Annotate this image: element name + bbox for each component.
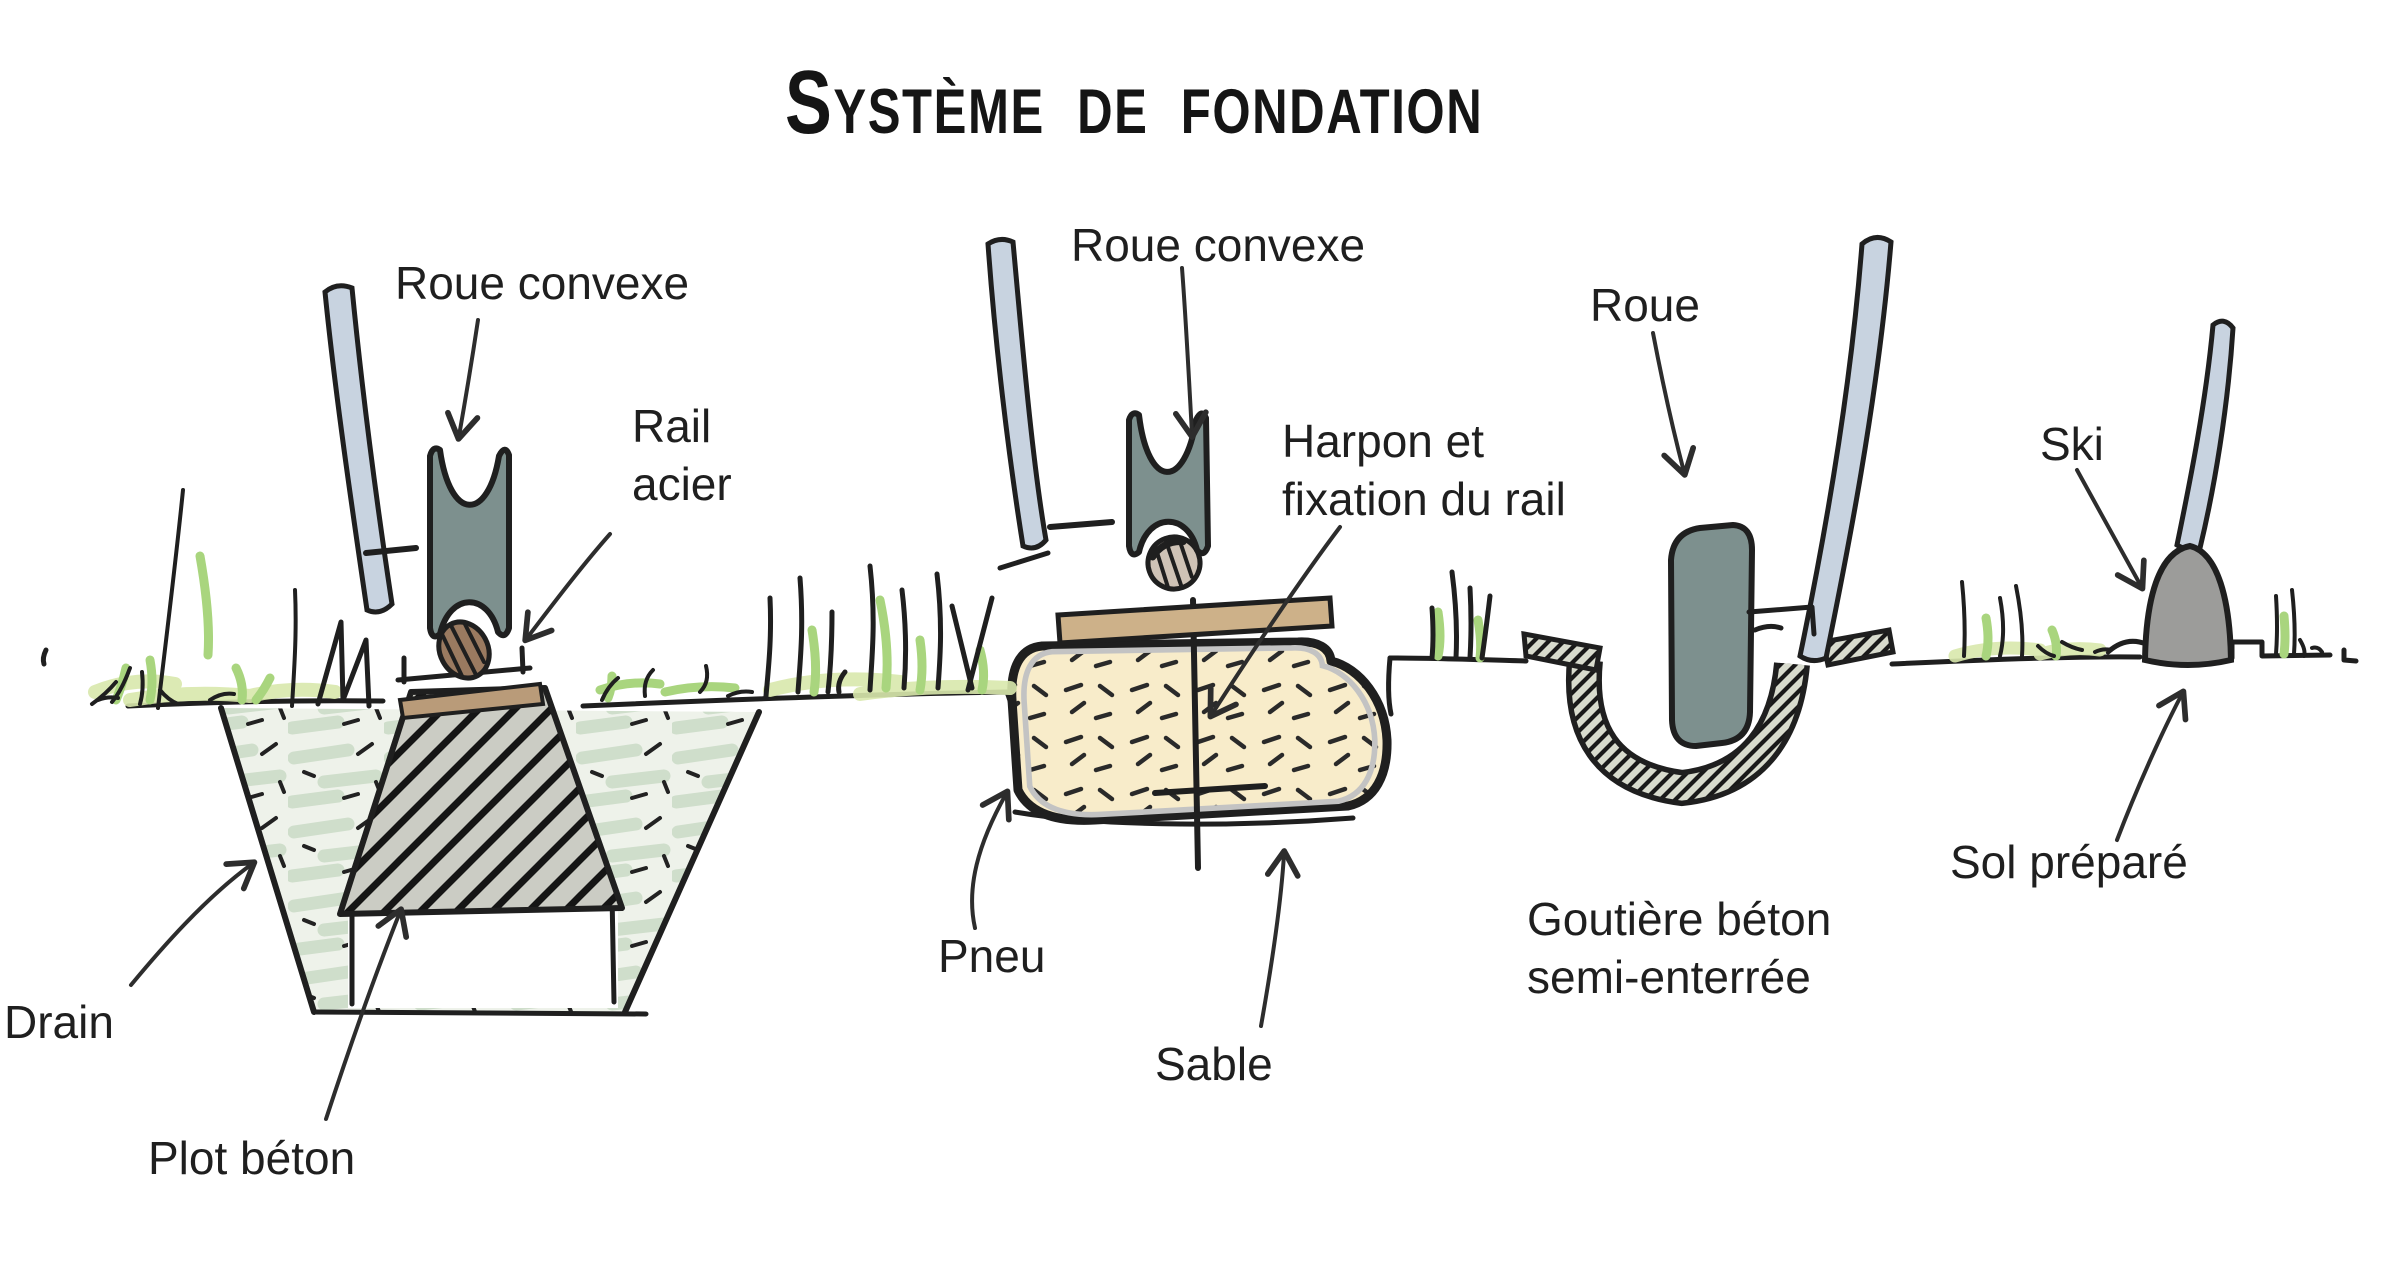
mast-blade-mid xyxy=(985,236,1115,571)
label-pneu: Pneu xyxy=(938,930,1046,982)
grass-left xyxy=(88,488,372,710)
label-ski: Ski xyxy=(2040,418,2104,470)
arrow-ski xyxy=(2075,468,2147,592)
wood-plank-mid xyxy=(1055,595,1335,646)
grass-right-of-ski xyxy=(2274,588,2324,659)
label-roue-convexe-mid: Roue convexe xyxy=(1071,219,1366,271)
gutter-lip-right xyxy=(1820,627,1896,668)
arrow-roue xyxy=(1651,331,1697,478)
arrow-sol-prepare xyxy=(2115,688,2189,842)
label-rail-acier: Rail acier xyxy=(632,400,732,510)
arrow-pneu xyxy=(970,788,1012,930)
grass-right-of-gutter xyxy=(1948,580,2113,663)
tire-assembly xyxy=(1007,597,1394,871)
ski-assembly xyxy=(2105,318,2236,668)
label-harpon: Harpon et fixation du rail xyxy=(1282,415,1566,525)
arrow-plot-beton xyxy=(324,906,410,1121)
label-sable: Sable xyxy=(1155,1038,1273,1090)
label-gouttiere: Goutière béton semi-enterrée xyxy=(1527,893,1832,1003)
wheel-left xyxy=(427,445,512,640)
tire-rim xyxy=(1021,645,1378,818)
arrow-sable xyxy=(1259,848,1301,1028)
mast-blade-left xyxy=(322,283,419,615)
wheel-gutter xyxy=(1668,522,1755,749)
rail-plank-mid xyxy=(1055,534,1335,646)
page-title: Système de fondation xyxy=(785,53,1484,153)
label-drain: Drain xyxy=(4,996,114,1048)
ski-shoe xyxy=(2141,542,2235,668)
label-plot-beton: Plot béton xyxy=(148,1132,356,1184)
grass-zigzag xyxy=(315,619,372,709)
wheel-mid xyxy=(1126,410,1211,558)
grass-right-of-tire xyxy=(1429,569,1493,663)
mast-blade-gutter xyxy=(1746,235,1894,664)
annotation-arrows xyxy=(129,266,2189,1121)
void-under-pad xyxy=(348,896,618,1008)
label-sol-prepare: Sol préparé xyxy=(1950,836,2188,888)
label-roue-convexe-left: Roue convexe xyxy=(395,257,690,309)
arrow-rail-acier xyxy=(522,532,612,644)
arrow-roue-convexe-left xyxy=(445,318,481,442)
tire-bottom-line xyxy=(1012,809,1356,827)
arrow-drain xyxy=(129,859,258,987)
arrow-roue-convexe-mid xyxy=(1173,266,1209,440)
tire-with-sand xyxy=(1007,637,1392,825)
label-roue: Roue xyxy=(1590,279,1700,331)
grass-middle xyxy=(763,563,1017,701)
gutter-lip-left xyxy=(1521,630,1603,673)
harpon-anchor xyxy=(1152,597,1268,871)
steel-rail-left xyxy=(436,619,492,681)
wood-plank xyxy=(397,681,546,721)
concrete-gutter xyxy=(1521,627,1896,807)
mast-blade-ski xyxy=(2174,318,2236,552)
rail-plank-left xyxy=(395,619,546,721)
grass-right-of-pad xyxy=(595,664,754,703)
arrow-harpon xyxy=(1207,525,1342,720)
